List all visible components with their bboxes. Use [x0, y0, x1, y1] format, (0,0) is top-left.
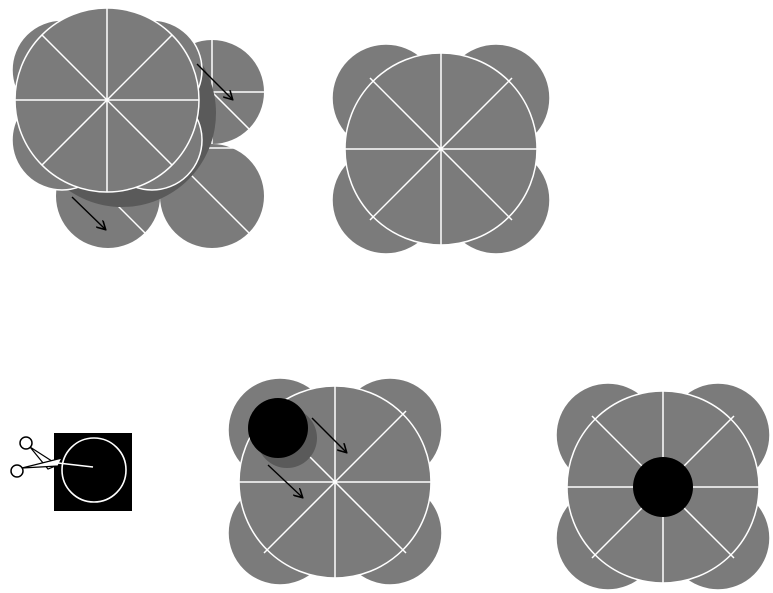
black-center-disc — [248, 398, 308, 458]
black-circle-cutout — [62, 438, 126, 502]
black-center-disc — [633, 457, 693, 517]
step-4-flower-with-disc — [228, 378, 442, 586]
step-2-flower-assembled — [332, 44, 550, 254]
step-5-flower-complete — [556, 383, 770, 591]
petal-flower-dragged — [12, 8, 202, 192]
step-1-flower-cluster — [12, 8, 264, 248]
step-3-cutout — [11, 433, 132, 511]
